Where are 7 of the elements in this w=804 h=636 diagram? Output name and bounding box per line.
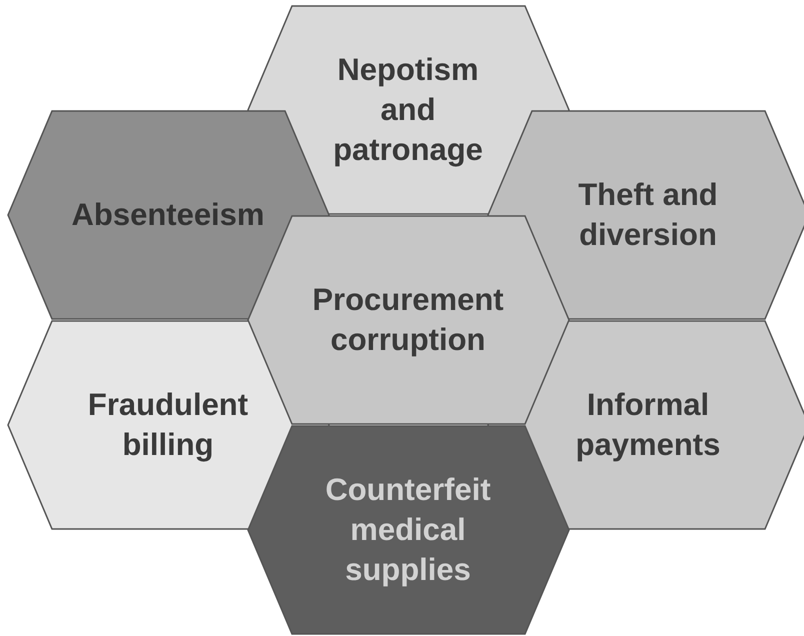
hexagon-label: Informal payments bbox=[574, 386, 722, 464]
hexagon-label: Fraudulent billing bbox=[86, 386, 250, 464]
hexagon-label: Theft and diversion bbox=[577, 176, 719, 254]
hexagon-label: Nepotism and patronage bbox=[332, 51, 484, 169]
hexagon-label: Absenteeism bbox=[70, 196, 266, 234]
hexagon-label: Counterfeit medical supplies bbox=[324, 471, 492, 589]
hexagon-label: Procurement corruption bbox=[311, 281, 505, 359]
